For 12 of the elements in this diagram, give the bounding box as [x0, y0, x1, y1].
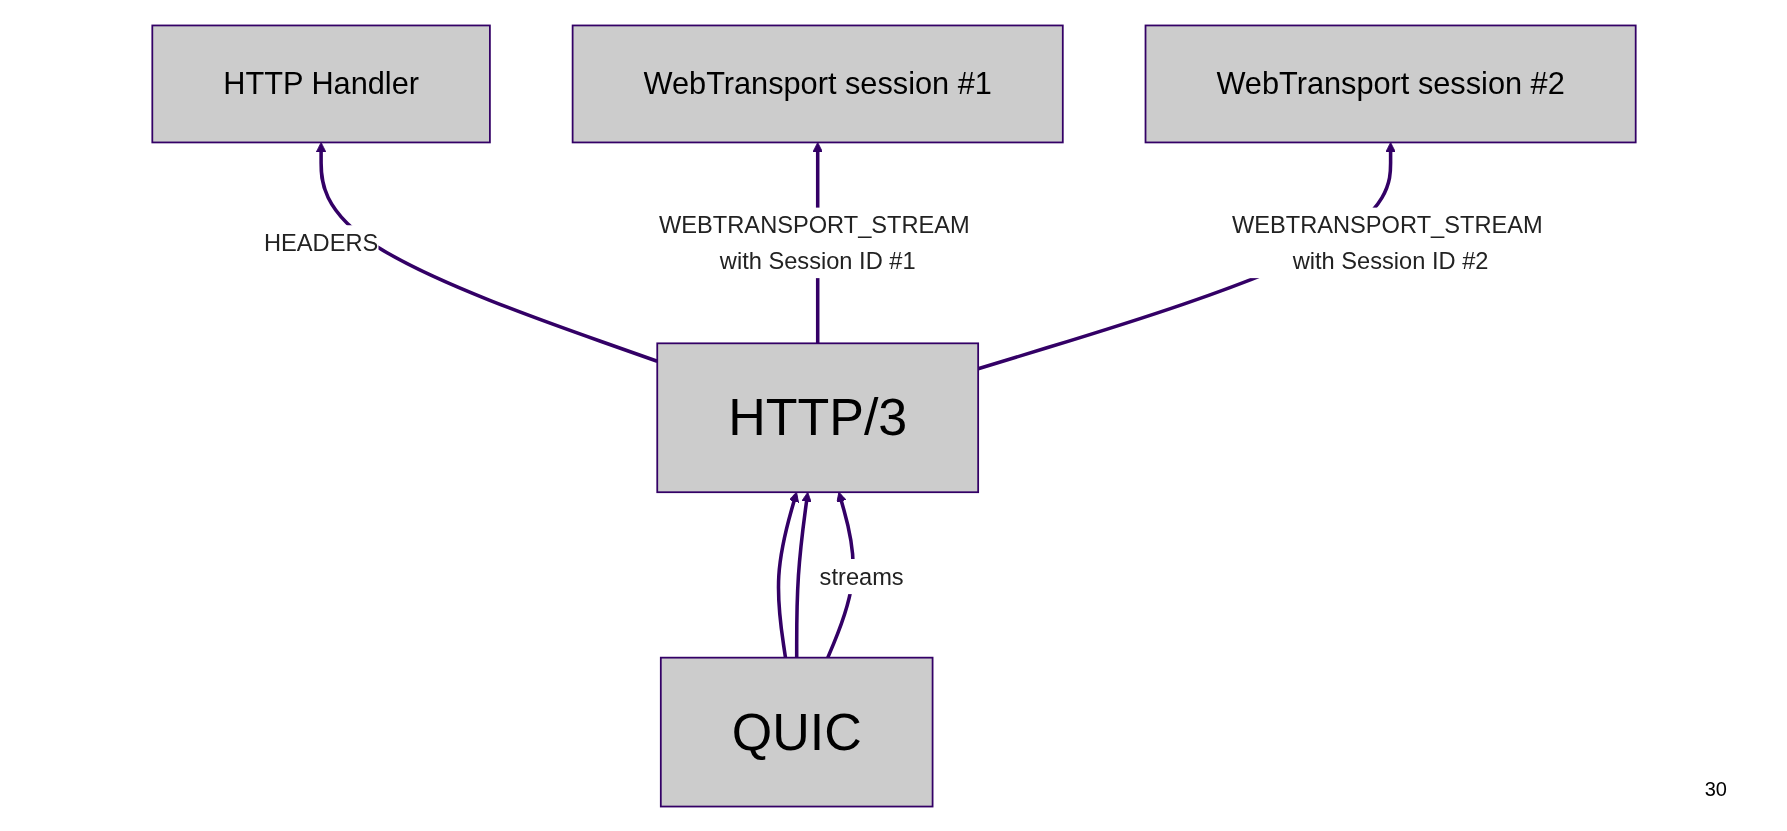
edge-label: WEBTRANSPORT_STREAM with Session ID #2 — [1231, 211, 1543, 274]
node-box: WebTransport session #1 — [571, 24, 1064, 143]
arrow — [794, 491, 812, 658]
edge-label: WEBTRANSPORT_STREAM with Session ID #1 — [658, 211, 970, 274]
page-number: 30 — [1704, 778, 1727, 800]
arrow — [776, 491, 799, 658]
edge-label: streams — [819, 563, 904, 590]
node-box: WebTransport session #2 — [1144, 24, 1637, 143]
edge-label: HEADERS — [263, 229, 378, 256]
node-box: HTTP/3 — [655, 341, 979, 493]
node-box: HTTP Handler — [150, 24, 491, 143]
node-box: QUIC — [659, 656, 933, 807]
